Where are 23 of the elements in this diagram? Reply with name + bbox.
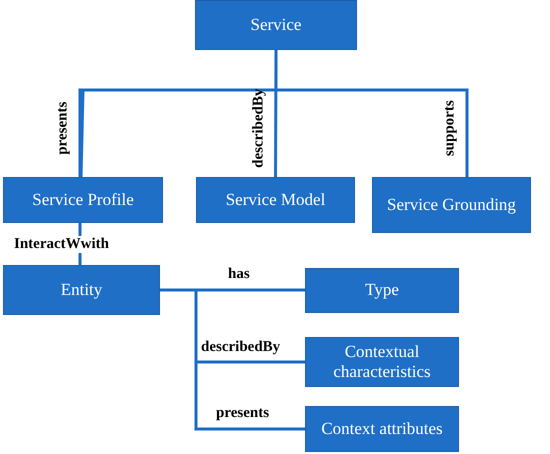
edge-label: describedBy xyxy=(201,339,280,356)
process-box xyxy=(305,406,459,452)
box-label: Type xyxy=(365,280,399,301)
edge-label: presents xyxy=(54,102,70,155)
process-box xyxy=(3,177,163,223)
box-label: Service Grounding xyxy=(387,194,516,216)
process-box xyxy=(305,268,459,313)
box-label: Entity xyxy=(60,280,102,300)
box-label: Service Profile xyxy=(32,190,134,210)
edge-label: describedBy xyxy=(250,88,266,168)
box-label: Service xyxy=(250,14,302,36)
process-box xyxy=(195,0,357,50)
box-label: Context attributes xyxy=(321,418,443,440)
connector-line xyxy=(274,50,468,177)
edge-label: supports xyxy=(442,100,458,156)
process-box xyxy=(305,337,459,387)
process-box xyxy=(3,265,160,315)
box-label: Contextual characteristics xyxy=(332,342,432,382)
process-box xyxy=(196,177,355,223)
connector-line xyxy=(160,288,305,430)
edge-label: InteractWwith xyxy=(14,236,109,252)
process-box xyxy=(372,177,531,233)
box-label: Service Model xyxy=(226,190,326,210)
